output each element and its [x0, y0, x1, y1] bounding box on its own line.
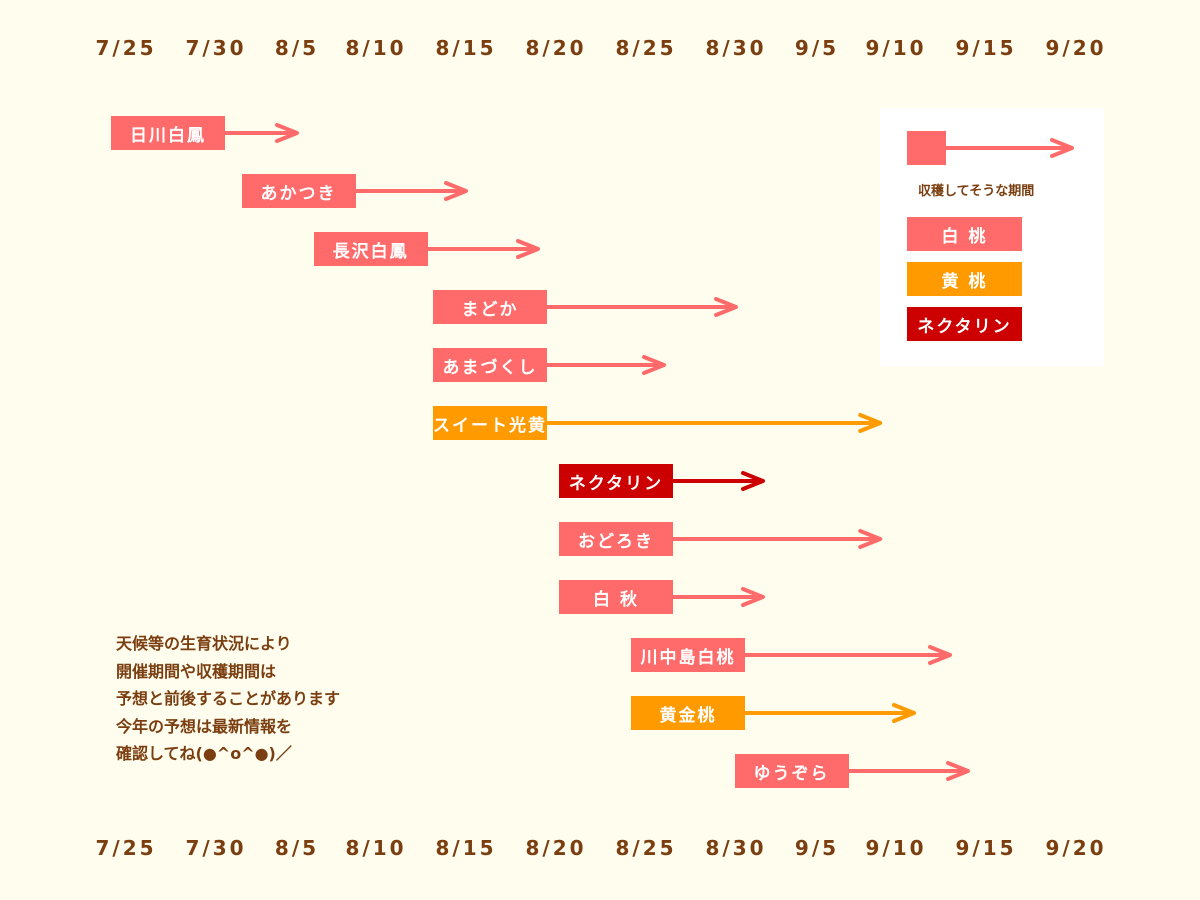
- note-line: 開催期間や収穫期間は: [116, 661, 277, 681]
- task-label: 長沢白鳳: [313, 232, 428, 266]
- task-label: 黄金桃: [631, 696, 745, 730]
- task-arrow-head: [741, 471, 765, 491]
- tick-label: 8/20: [525, 36, 587, 60]
- tick-label: 8/30: [705, 36, 767, 60]
- note-line: 確認してね(●^o^●)／: [116, 744, 292, 763]
- task-label: あまづくし: [433, 348, 547, 382]
- note-line: 予想と前後することがあります: [116, 689, 341, 708]
- tick-label: 9/15: [955, 36, 1017, 60]
- legend-item-nectarine: ネクタリン: [907, 307, 1022, 341]
- tick-label: 9/5: [794, 36, 840, 60]
- task-arrow-head: [858, 413, 883, 433]
- task-label: まどか: [433, 290, 547, 324]
- tick-label: 8/5: [274, 36, 320, 60]
- task-label: 白 秋: [559, 580, 673, 614]
- date-axis-bottom: 7/25 7/30 8/5 8/10 8/15 8/20 8/25 8/30 9/5 9/10 9/…: [0, 836, 1200, 866]
- tick-label: 9/5: [794, 836, 840, 860]
- tick-label: 7/25: [95, 836, 157, 860]
- task-label: 日川白鳳: [111, 116, 225, 150]
- tick-label: 9/15: [955, 836, 1017, 860]
- tick-label: 8/25: [615, 836, 677, 860]
- task-label: あかつき: [241, 174, 356, 208]
- task-label: スイート光黄: [433, 406, 547, 440]
- tick-label: 8/25: [615, 36, 677, 60]
- task-label: 川中島白桃: [631, 638, 745, 672]
- legend: 収穫してそうな期間 白 桃 黄 桃 ネクタリン: [880, 108, 1104, 366]
- tick-label: 8/15: [435, 836, 497, 860]
- task-arrow-head: [714, 297, 738, 317]
- task-arrow-head: [444, 181, 468, 201]
- legend-item-white-peach: 白 桃: [907, 217, 1022, 251]
- tick-label: 9/10: [865, 836, 927, 860]
- harvest-note: 天候等の生育状況により 開催期間や収穫期間は 予想と前後することがあります 今年…: [116, 630, 340, 768]
- tick-label: 7/30: [185, 36, 247, 60]
- task-arrow-head: [516, 239, 540, 259]
- tick-label: 8/5: [274, 836, 320, 860]
- task-arrow-head: [892, 703, 916, 723]
- legend-sample-arrow: [907, 131, 1074, 165]
- tick-label: 8/10: [345, 836, 407, 860]
- tick-label: 7/30: [185, 836, 247, 860]
- tick-label: 8/20: [525, 836, 587, 860]
- task-label: おどろき: [559, 522, 673, 556]
- legend-item-yellow-peach: 黄 桃: [907, 262, 1022, 296]
- tick-label: 9/10: [865, 36, 927, 60]
- date-axis-top: 7/25 7/30 8/5 8/10 8/15 8/20 8/25 8/30 9/5 9/10 9/…: [0, 36, 1200, 66]
- tick-label: 8/10: [345, 36, 407, 60]
- tick-label: 8/15: [435, 36, 497, 60]
- task-arrow-head: [858, 529, 883, 549]
- tick-label: 8/30: [705, 836, 767, 860]
- note-line: 今年の予想は最新情報を: [116, 716, 293, 736]
- task-arrow-head: [642, 355, 666, 375]
- task-arrow-head: [741, 587, 765, 607]
- task-label: ネクタリン: [559, 464, 673, 498]
- task-arrow-head: [946, 761, 970, 781]
- tick-label: 9/20: [1045, 836, 1107, 860]
- legend-caption: 収穫してそうな期間: [918, 184, 1035, 199]
- tick-label: 9/20: [1045, 36, 1107, 60]
- tick-label: 7/25: [95, 36, 157, 60]
- task-arrow-head: [275, 123, 299, 143]
- note-line: 天候等の生育状況により: [116, 634, 292, 653]
- task-arrow-head: [928, 645, 952, 665]
- task-label: ゆうぞら: [734, 754, 849, 788]
